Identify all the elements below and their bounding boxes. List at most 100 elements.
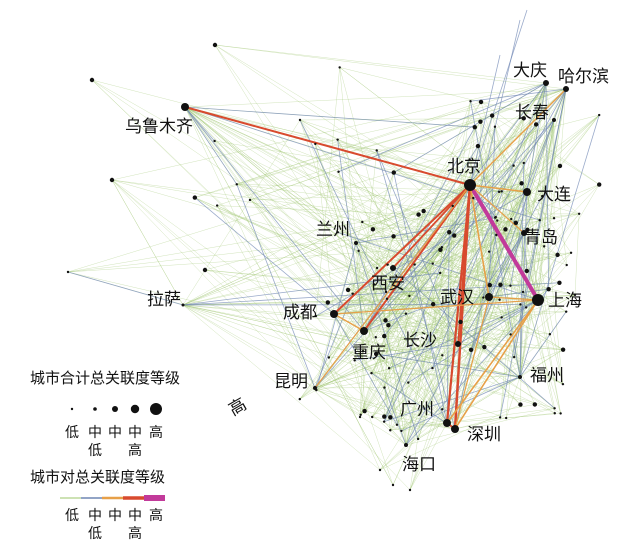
network-edge-low <box>405 127 476 446</box>
network-edge-low <box>401 422 448 432</box>
network-edge-low <box>446 124 537 424</box>
minor-city-node <box>413 263 416 266</box>
network-edge-low <box>67 247 442 273</box>
network-edge-low <box>363 195 543 332</box>
node-legend-dot <box>93 407 97 411</box>
minor-city-node <box>374 336 377 339</box>
network-edge-low <box>236 184 456 430</box>
network-edge-low <box>364 191 502 412</box>
minor-city-node <box>378 468 382 472</box>
network-edge-low <box>352 121 481 294</box>
city-node[interactable] <box>443 419 451 427</box>
minor-city-node <box>498 416 502 419</box>
network-edge-low <box>523 232 561 414</box>
network-edge-low <box>333 288 549 315</box>
network-edge-low <box>535 124 545 247</box>
network-edge-low <box>409 422 448 491</box>
network-edge-low <box>469 159 511 335</box>
city-node[interactable] <box>404 443 408 447</box>
node-legend-dot <box>112 406 118 412</box>
network-edge-low <box>111 179 359 252</box>
network-edge-low <box>454 114 600 236</box>
network-edge-low <box>390 263 433 418</box>
network-edge-mid-low <box>460 232 525 323</box>
minor-city-node <box>382 420 386 423</box>
network-edge-low <box>454 119 555 430</box>
city-label: 福州 <box>530 366 564 386</box>
background-edges <box>67 9 600 491</box>
city-node[interactable] <box>455 341 461 347</box>
city-node[interactable] <box>485 293 493 301</box>
city-node[interactable] <box>181 303 185 307</box>
network-edge-low <box>182 304 389 326</box>
network-edge-low <box>182 88 567 306</box>
minor-city-node <box>375 266 379 270</box>
network-edge-low <box>182 197 474 306</box>
network-edge-low <box>418 213 580 215</box>
network-edge-mid-low <box>388 299 539 369</box>
network-edge-low <box>390 213 580 431</box>
city-node[interactable] <box>552 118 556 122</box>
network-edge-low <box>527 119 555 230</box>
minor-city-node <box>524 306 528 309</box>
network-edge-low <box>315 252 572 317</box>
network-edge-low <box>495 217 521 378</box>
minor-city-node <box>386 263 389 266</box>
network-edge-mid-low <box>432 82 547 369</box>
network-edge-low <box>401 232 525 432</box>
city-node[interactable] <box>181 103 189 111</box>
network-edge-low <box>355 184 471 244</box>
city-node[interactable] <box>523 188 531 196</box>
network-edge-low <box>376 150 500 193</box>
minor-city-node <box>532 402 538 407</box>
network-edge-mid-low <box>236 184 316 389</box>
network-edge-low <box>299 387 316 400</box>
network-edge-low <box>519 88 567 378</box>
minor-city-node <box>538 218 541 222</box>
node-legend-level: 中 <box>128 425 142 441</box>
network-edge-low <box>315 88 567 317</box>
city-node[interactable] <box>543 80 549 86</box>
network-edge-mid-low <box>405 195 543 446</box>
city-node[interactable] <box>563 86 569 92</box>
city-label: 武汉 <box>440 288 474 308</box>
network-edge-low <box>480 121 528 193</box>
network-edge-mid <box>454 296 490 430</box>
network-edge-low <box>480 101 539 301</box>
city-node[interactable] <box>354 241 358 245</box>
city-node[interactable] <box>518 375 522 379</box>
network-edge-low <box>339 67 540 221</box>
network-edge-mid <box>314 184 471 389</box>
city-label: 长沙 <box>403 331 437 351</box>
city-node[interactable] <box>451 425 459 433</box>
network-edge-low <box>182 296 490 306</box>
network-edge-low <box>363 236 394 332</box>
minor-city-node <box>452 233 457 238</box>
city-label: 北京 <box>447 157 481 177</box>
city-node[interactable] <box>390 265 396 271</box>
network-edge-low <box>194 88 567 198</box>
network-edge-mid-low <box>488 288 549 298</box>
network-edge-low <box>315 143 433 264</box>
minor-city-node <box>565 263 568 267</box>
network-edge-low <box>388 284 501 369</box>
minor-city-node <box>469 100 472 103</box>
city-label: 长春 <box>515 103 549 123</box>
network-edge-low <box>495 216 528 231</box>
network-edge-low <box>184 106 419 215</box>
network-edge-mid-low <box>314 293 354 389</box>
city-node[interactable] <box>464 179 476 191</box>
network-edge-mid-low <box>354 343 459 361</box>
network-edge-low <box>519 349 564 378</box>
city-node[interactable] <box>330 310 338 318</box>
city-node[interactable] <box>521 230 527 236</box>
network-edge-low <box>348 289 502 318</box>
network-edge-mid-low <box>454 234 497 430</box>
network-edge-low <box>184 106 490 286</box>
node-legend-level: 低 <box>88 443 102 459</box>
city-node[interactable] <box>532 294 544 306</box>
city-label: 昆明 <box>274 372 308 392</box>
city-node[interactable] <box>313 386 317 390</box>
city-node[interactable] <box>360 327 368 335</box>
network-edge-low <box>216 205 316 389</box>
